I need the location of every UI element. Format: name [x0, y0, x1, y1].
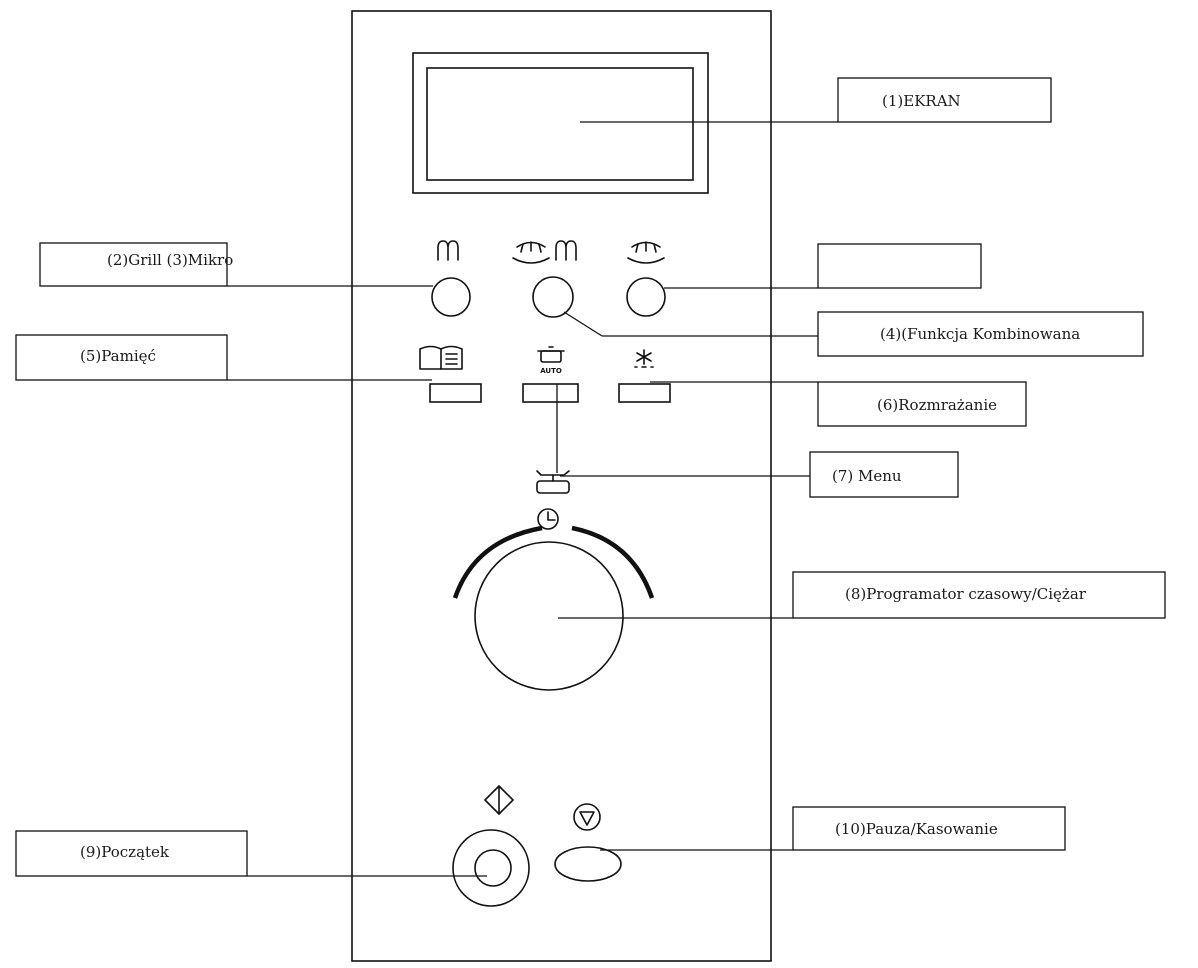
dial-arc-left — [452, 525, 543, 599]
pause-cancel-button[interactable] — [554, 846, 622, 882]
svg-text:(1)EKRAN: (1)EKRAN — [882, 92, 961, 110]
weight-scale-icon — [536, 470, 570, 494]
svg-text:(8)Programator czasowy/Ciężar: (8)Programator czasowy/Ciężar — [845, 585, 1087, 603]
start-icon — [484, 785, 514, 815]
microwave-button[interactable] — [626, 277, 666, 317]
start-button[interactable] — [452, 829, 530, 907]
label-combination: (4)(Funkcja Kombinowana — [817, 311, 1144, 357]
svg-text:(4)(Funkcja Kombinowana: (4)(Funkcja Kombinowana — [880, 325, 1080, 343]
defrost-button[interactable] — [618, 383, 671, 403]
svg-text:(10)Pauza/Kasowanie: (10)Pauza/Kasowanie — [835, 820, 998, 838]
clock-icon — [537, 508, 559, 530]
dial-arc-right — [571, 525, 655, 599]
label-start: (9)Początek — [15, 830, 248, 877]
combination-button[interactable] — [532, 276, 574, 318]
grill-button[interactable] — [431, 277, 471, 317]
leader-combination — [563, 311, 603, 337]
label-box-empty — [817, 243, 982, 289]
label-pause-cancel: (10)Pauza/Kasowanie — [792, 806, 1066, 851]
svg-text:(7) Menu: (7) Menu — [832, 467, 902, 485]
svg-text:(9)Początek: (9)Początek — [80, 843, 170, 861]
combination-icon — [512, 240, 577, 264]
auto-menu-button[interactable] — [522, 383, 579, 403]
memory-book-icon — [419, 345, 463, 370]
label-screen: (1)EKRAN — [837, 77, 1052, 123]
grill-icon — [437, 240, 459, 261]
label-grill-micro: (2)Grill (3)Mikro — [39, 242, 233, 287]
svg-text:(6)Rozmrażanie: (6)Rozmrażanie — [877, 396, 997, 414]
microwave-icon — [627, 241, 665, 264]
defrost-snowflake-icon — [634, 349, 654, 368]
stop-icon — [573, 803, 601, 831]
label-timer-weight: (8)Programator czasowy/Ciężar — [792, 571, 1166, 619]
timer-weight-dial[interactable] — [474, 541, 624, 691]
memory-button[interactable] — [429, 383, 482, 403]
svg-text:(5)Pamięć: (5)Pamięć — [80, 347, 156, 365]
auto-cook-icon: AUTO — [537, 346, 565, 375]
svg-text:(2)Grill (3)Mikro: (2)Grill (3)Mikro — [107, 251, 233, 269]
label-menu: (7) Menu — [809, 451, 959, 498]
display-screen — [412, 52, 709, 194]
label-memory: (5)Pamięć — [15, 334, 228, 381]
auto-label: AUTO — [540, 367, 562, 375]
label-defrost: (6)Rozmrażanie — [817, 381, 1027, 427]
